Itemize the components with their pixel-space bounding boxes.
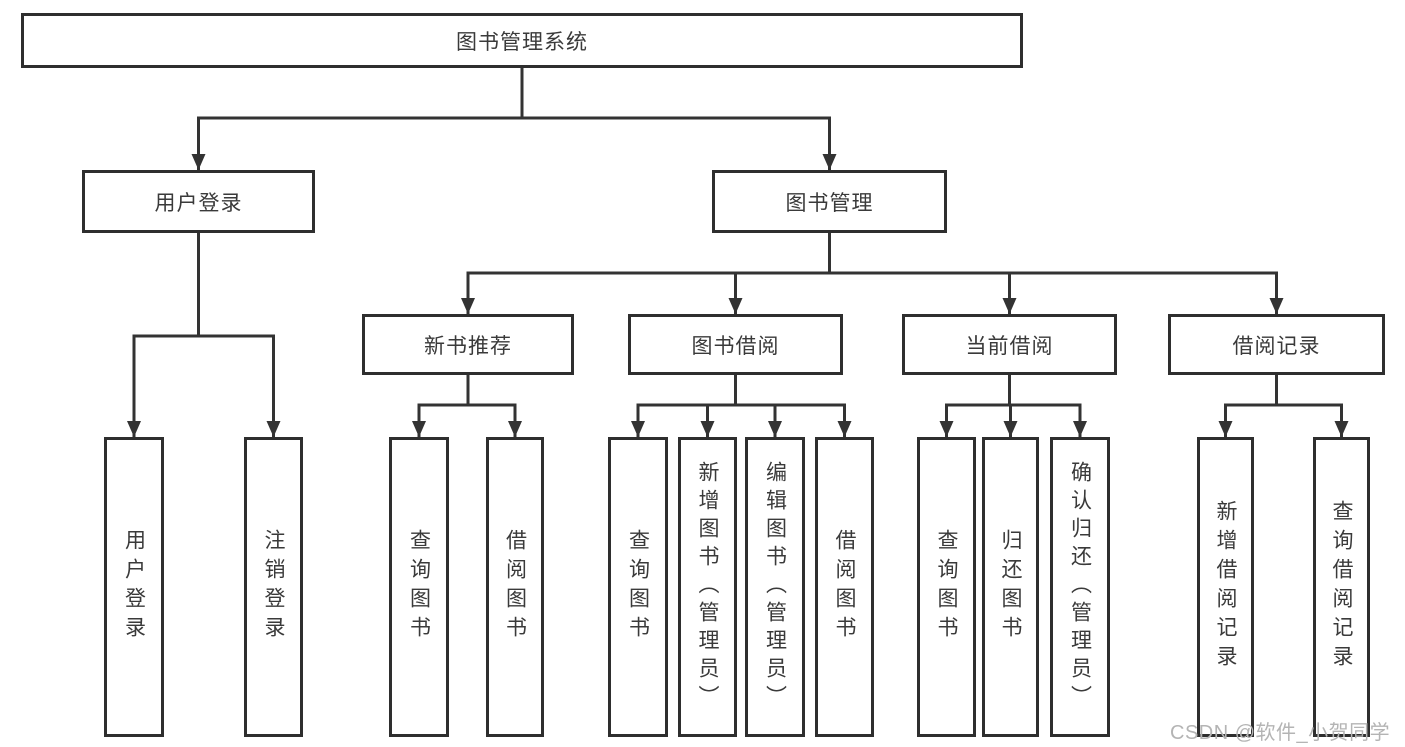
leaf-current-confirm-return-admin: 确认归还（管理员） (1050, 437, 1110, 737)
node-book-management: 图书管理 (712, 170, 947, 233)
leaf-borrow-edit-book-admin: 编辑图书（管理员） (745, 437, 805, 737)
leaf-newbook-query-book: 查询图书 (389, 437, 449, 737)
leaf-record-add: 新增借阅记录 (1197, 437, 1254, 737)
csdn-watermark: CSDN @软件_小贺同学 (1170, 722, 1391, 744)
node-user-login: 用户登录 (82, 170, 315, 233)
node-new-book-recommend: 新书推荐 (362, 314, 574, 375)
leaf-borrow-borrow-book: 借阅图书 (815, 437, 874, 737)
leaf-logout: 注销登录 (244, 437, 303, 737)
leaf-current-return-book: 归还图书 (982, 437, 1039, 737)
node-root: 图书管理系统 (21, 13, 1023, 68)
node-book-borrow: 图书借阅 (628, 314, 843, 375)
leaf-user-login: 用户登录 (104, 437, 164, 737)
node-current-borrow: 当前借阅 (902, 314, 1117, 375)
leaf-borrow-query-book: 查询图书 (608, 437, 668, 737)
leaf-borrow-add-book-admin: 新增图书（管理员） (678, 437, 737, 737)
node-borrow-record: 借阅记录 (1168, 314, 1385, 375)
leaf-record-query: 查询借阅记录 (1313, 437, 1370, 737)
leaf-newbook-borrow-book: 借阅图书 (486, 437, 544, 737)
leaf-current-query-book: 查询图书 (917, 437, 976, 737)
